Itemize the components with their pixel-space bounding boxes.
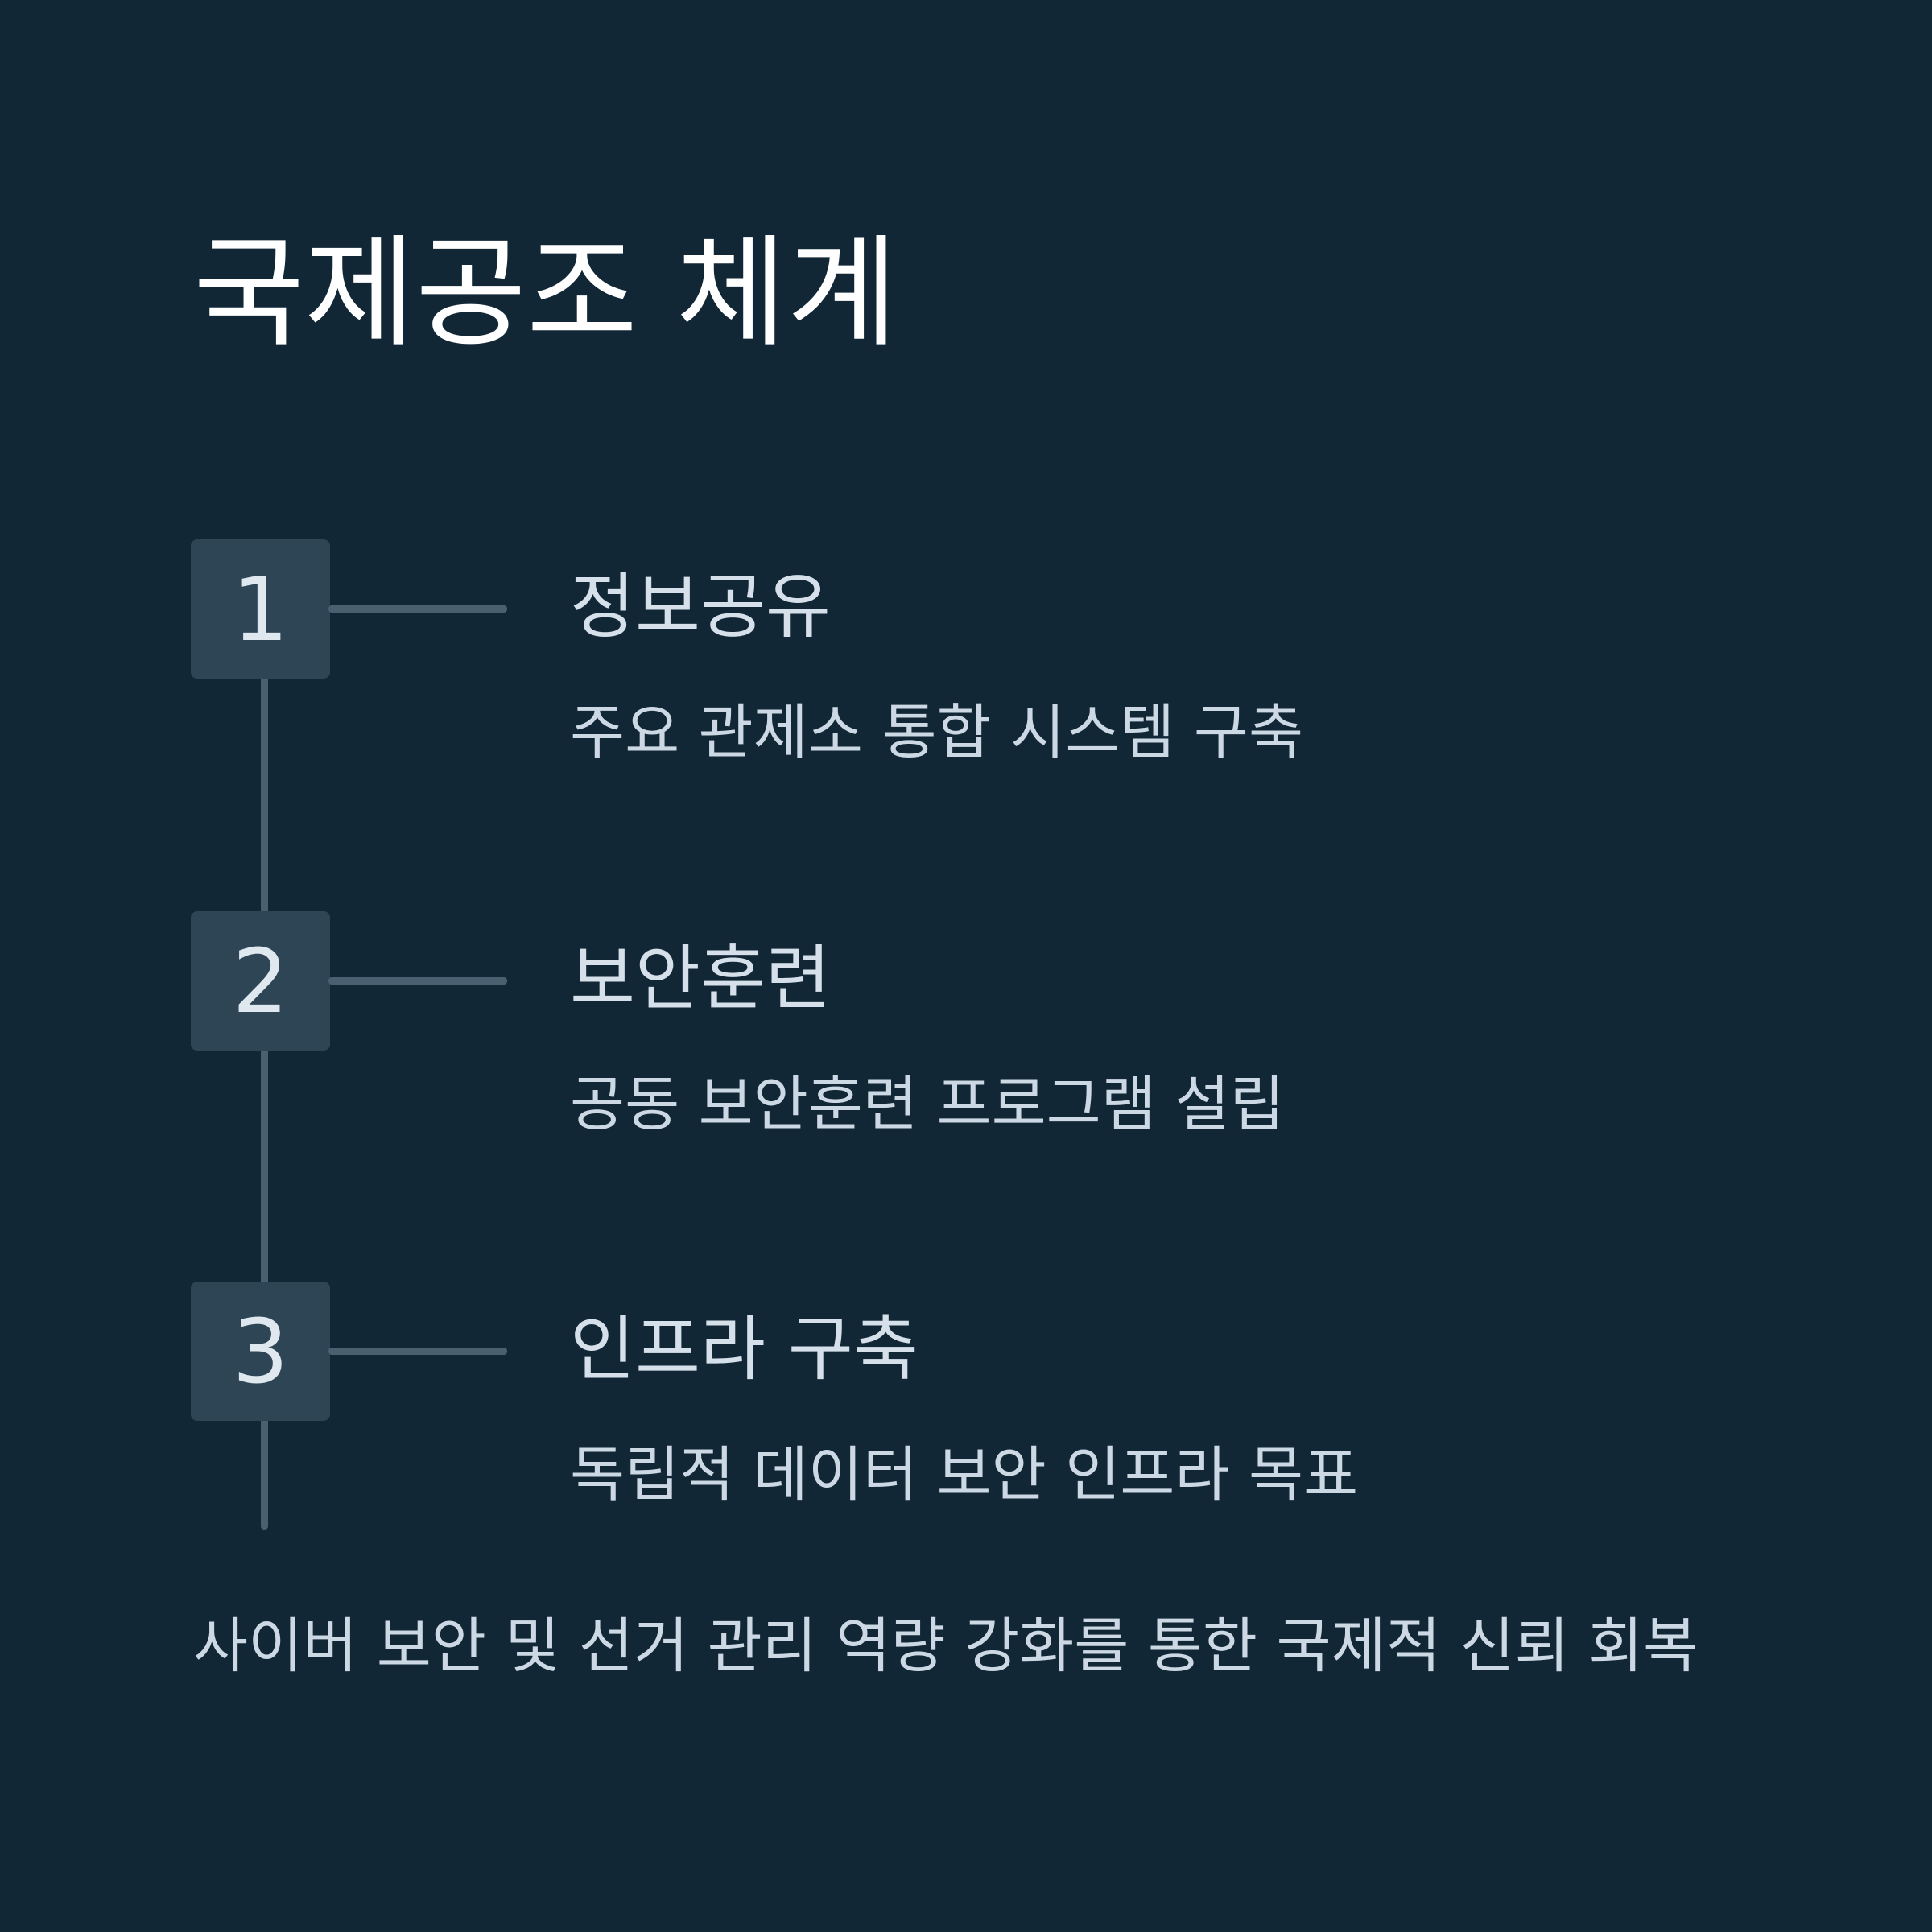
timeline-vertical-line <box>261 612 268 1530</box>
step-number-badge: 3 <box>191 1282 330 1421</box>
timeline-step-3: 3 인프라 구축 독립적 데이터 보안 인프라 목표 <box>0 1282 1932 1523</box>
timeline-step-1: 1 정보공유 주요 관제소 통합 시스템 구축 <box>0 539 1932 781</box>
step-connector-line <box>328 1348 507 1355</box>
step-title: 보안훈련 <box>570 937 831 1020</box>
step-description: 공동 보안훈련 프로그램 설립 <box>570 1070 1285 1139</box>
timeline-step-2: 2 보안훈련 공동 보안훈련 프로그램 설립 <box>0 911 1932 1153</box>
page-title: 국제공조 체계 <box>193 224 898 364</box>
step-description: 주요 관제소 통합 시스템 구축 <box>570 698 1304 767</box>
summary-text: 사이버 보안 및 선거 관리 역량 강화를 통한 국제적 신뢰 회복 <box>193 1612 1699 1681</box>
step-number-badge: 1 <box>191 539 330 679</box>
step-title: 인프라 구축 <box>570 1307 919 1390</box>
step-description: 독립적 데이터 보안 인프라 목표 <box>570 1440 1359 1509</box>
step-connector-line <box>328 977 507 985</box>
step-connector-line <box>328 605 507 613</box>
step-title: 정보공유 <box>570 565 831 648</box>
step-number-badge: 2 <box>191 911 330 1051</box>
